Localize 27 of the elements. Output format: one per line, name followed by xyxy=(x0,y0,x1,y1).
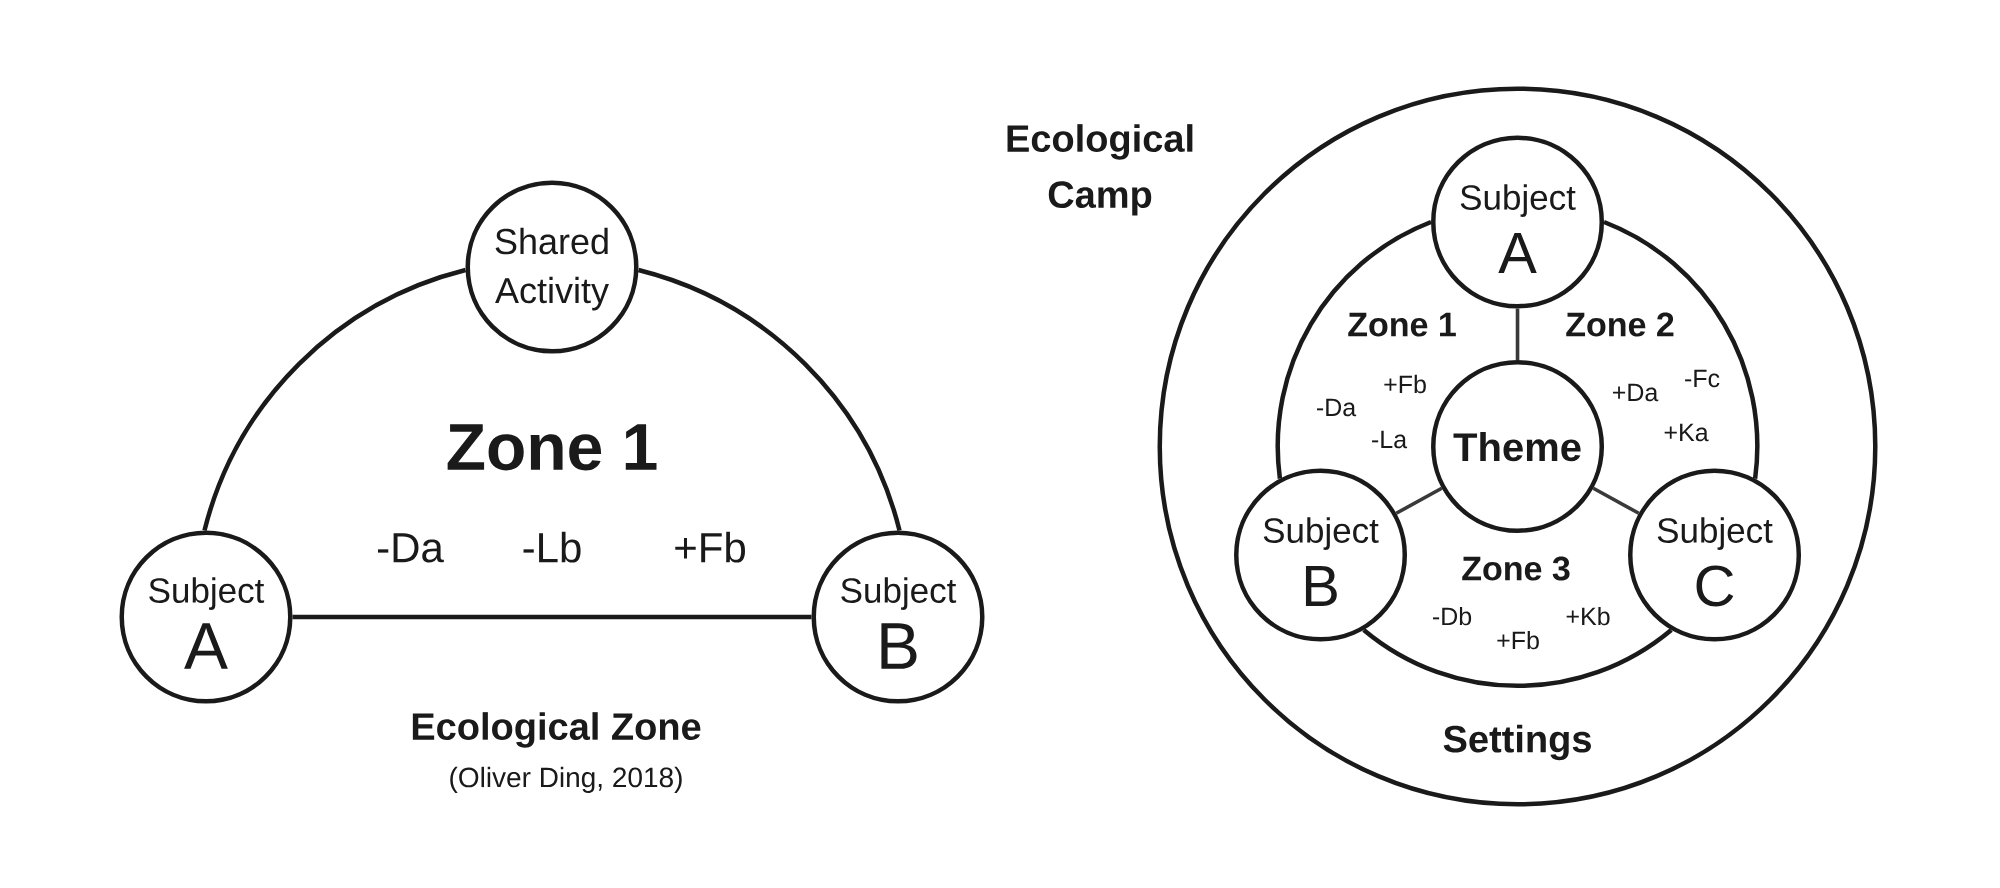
zone-heading: Zone 1 xyxy=(447,424,657,471)
term-label: -Lb xyxy=(523,531,581,563)
term-label: -Da xyxy=(378,533,444,563)
term-label: +Ka xyxy=(1664,423,1709,442)
term-label: -Da xyxy=(1317,398,1357,417)
diagram-caption: Ecological Zone xyxy=(412,712,701,748)
term-label: +Fb xyxy=(1497,630,1539,650)
term-label: -Db xyxy=(1433,606,1472,626)
ring-arc xyxy=(1362,628,1673,688)
zone-heading: Zone 1 xyxy=(1348,312,1456,337)
ring-arc xyxy=(1275,219,1432,479)
arc-line xyxy=(637,267,902,532)
citation-text: (Oliver Ding, 2018) xyxy=(450,766,682,793)
term-label: +Fb xyxy=(675,531,745,563)
spoke-line xyxy=(1395,486,1443,515)
term-label: +Da xyxy=(1612,383,1659,402)
spoke-line xyxy=(1515,308,1520,360)
ring-arc xyxy=(1603,219,1760,479)
term-label: -La xyxy=(1372,430,1408,449)
term-label: +Fb xyxy=(1384,374,1426,394)
diagram-caption: Ecological Camp xyxy=(1007,124,1193,216)
zone-heading: Zone 3 xyxy=(1462,556,1570,581)
arc-line xyxy=(202,267,467,532)
connector-line xyxy=(292,614,812,620)
spoke-line xyxy=(1592,486,1640,515)
zone-heading: Zone 2 xyxy=(1566,312,1674,337)
term-label: -Fc xyxy=(1685,369,1720,388)
